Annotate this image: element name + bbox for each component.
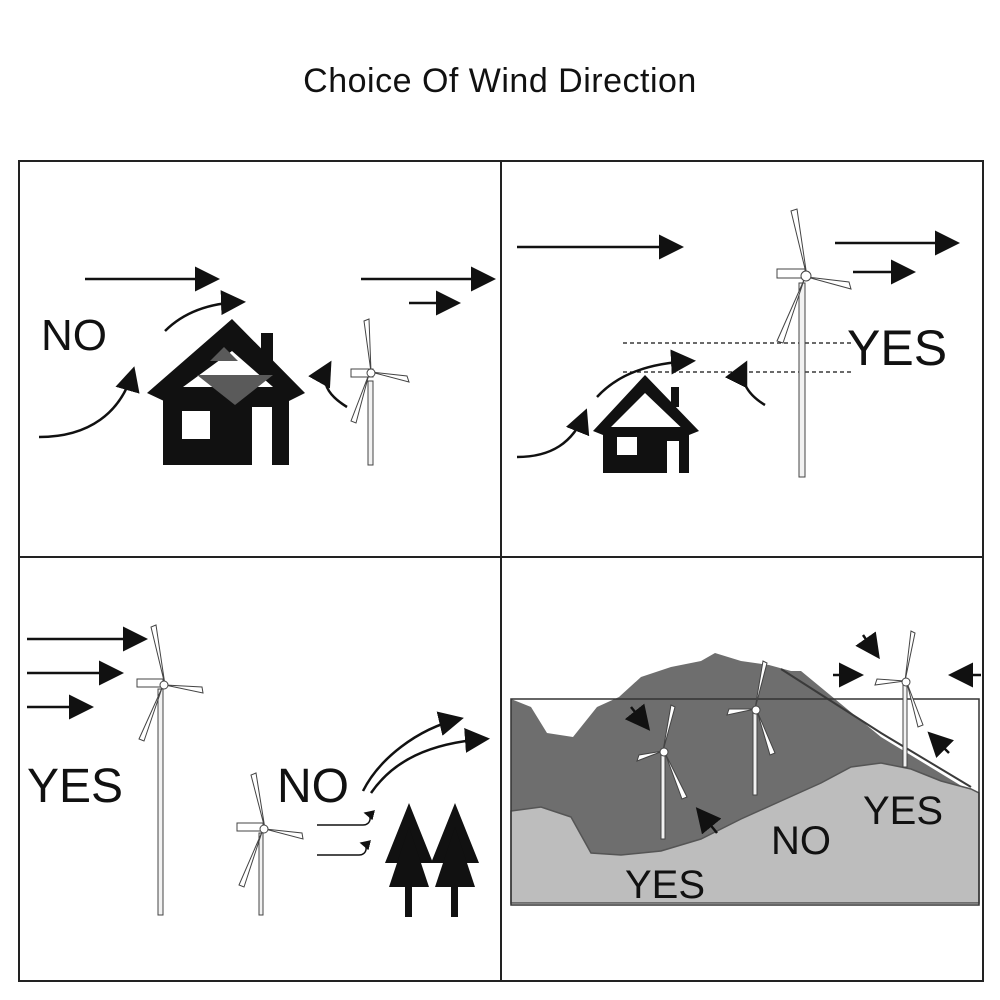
- label-yes: YES: [27, 760, 124, 813]
- house-icon: [593, 375, 699, 473]
- wind-arrow: [927, 731, 954, 758]
- panel-trees: YES NO: [19, 557, 501, 981]
- label-yes: YES: [863, 789, 944, 833]
- label-no: NO: [277, 760, 349, 813]
- turbulence-arrow: [317, 840, 372, 856]
- panel-hills: YES NO YES: [501, 557, 983, 981]
- curved-wind-arrow: [308, 360, 348, 409]
- panel-2-illustration: [516, 208, 960, 478]
- wind-turbine-icon: [874, 630, 924, 768]
- wind-turbine-icon: [636, 704, 688, 840]
- curved-wind-arrow: [596, 349, 696, 398]
- curved-wind-arrow: [164, 290, 246, 332]
- label-no: NO: [771, 819, 831, 863]
- panel-house-no: NO: [19, 161, 501, 557]
- turbulence-arrow: [317, 810, 376, 826]
- wind-arrow: [624, 703, 651, 731]
- trees-icon: [385, 803, 479, 917]
- panel-4-illustration: [510, 630, 981, 906]
- wind-arrow: [855, 631, 880, 660]
- curved-wind-arrow: [724, 360, 766, 407]
- curved-wind-arrow: [516, 408, 590, 459]
- grid-divider-horizontal: [18, 556, 984, 558]
- panel-3-illustration: [27, 624, 490, 917]
- curved-wind-arrow: [369, 727, 490, 794]
- wind-turbine-icon: [136, 624, 204, 916]
- panel-house-yes: YES: [501, 161, 983, 557]
- wind-arrow: [695, 807, 722, 835]
- curved-wind-arrow: [38, 366, 140, 439]
- panel-1-illustration: [38, 266, 496, 466]
- label-yes: YES: [847, 320, 948, 376]
- wind-turbine-icon: [776, 208, 852, 478]
- house-icon: [147, 319, 305, 465]
- label-yes: YES: [625, 863, 706, 907]
- grid-divider-vertical: [500, 160, 502, 982]
- wind-turbine-icon: [350, 318, 410, 466]
- diagram-title: Choice Of Wind Direction: [303, 62, 697, 100]
- wind-turbine-icon: [236, 772, 304, 916]
- wind-turbine-icon: [726, 660, 776, 796]
- curved-wind-arrow: [361, 711, 464, 792]
- label-no: NO: [41, 311, 107, 360]
